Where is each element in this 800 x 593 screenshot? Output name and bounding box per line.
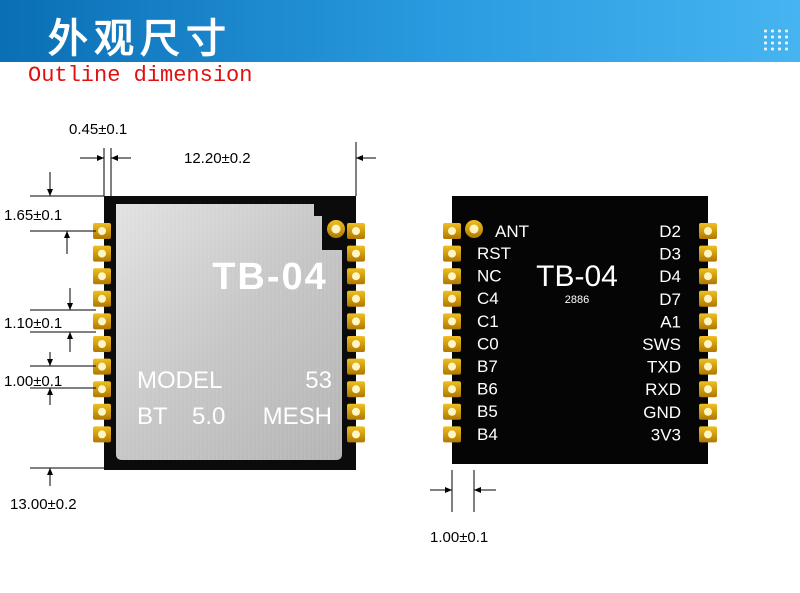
back-left-pad-hole — [448, 227, 456, 235]
back-left-pin-label: RST — [477, 244, 511, 263]
front-right-pad-hole — [352, 340, 360, 348]
back-left-pad-hole — [448, 272, 456, 281]
front-left-pad-hole — [98, 317, 106, 326]
back-right-pad-hole — [704, 272, 712, 281]
back-right-pin-label: 3V3 — [651, 425, 681, 444]
front-right-pad-hole — [352, 249, 360, 258]
back-left-pin-label: B6 — [477, 380, 498, 399]
back-left-pin-label: C1 — [477, 312, 499, 331]
back-right-pin-label: GND — [643, 403, 681, 422]
back-left-pad-hole — [448, 407, 456, 416]
decorative-dots — [762, 28, 790, 52]
back-right-pad-hole — [704, 294, 712, 303]
front-right-pad-hole — [352, 227, 360, 235]
back-left-pad-hole — [448, 294, 456, 303]
back-left-pin-label: C4 — [477, 289, 499, 308]
bt-label: BT — [137, 403, 168, 430]
back-right-pin-label: D4 — [659, 267, 681, 286]
mesh-label: MESH — [263, 403, 332, 430]
back-left-pads — [443, 223, 461, 443]
back-right-pad-hole — [704, 362, 712, 371]
back-right-pin-label: D2 — [659, 222, 681, 241]
dim-module-height: 13.00±0.2 — [10, 496, 77, 513]
front-right-pads — [347, 223, 365, 443]
back-right-pads — [699, 223, 717, 443]
back-left-pad-hole — [448, 340, 456, 348]
dim-pad-width: 1.00±0.1 — [4, 373, 62, 390]
model-number: 53 — [305, 367, 332, 394]
front-right-pad-hole — [352, 272, 360, 281]
subtitle: Outline dimension — [28, 63, 253, 88]
ant-label: ANT — [495, 222, 529, 241]
dim-pin-pitch: 1.10±0.1 — [4, 315, 62, 332]
back-model-name: TB-04 — [536, 260, 618, 293]
front-left-pads — [93, 223, 111, 443]
back-right-pad-hole — [704, 249, 712, 258]
back-left-pad-hole — [448, 430, 456, 439]
header-banner: 外观尺寸 — [0, 0, 800, 62]
back-pcb — [452, 196, 708, 464]
front-left-pad-hole — [98, 430, 106, 439]
back-left-pad-hole — [448, 362, 456, 371]
front-left-pad-hole — [98, 340, 106, 348]
back-left-pin-label: B4 — [477, 425, 498, 444]
back-left-pin-label: C0 — [477, 334, 499, 353]
back-left-pad-hole — [448, 249, 456, 258]
front-left-pad-hole — [98, 294, 106, 303]
dimension-arrowheads — [47, 155, 481, 493]
back-left-pad-hole — [448, 385, 456, 394]
dim-bottom-pad-width: 1.00±0.1 — [430, 529, 488, 546]
front-right-pad-hole — [352, 385, 360, 394]
back-right-pin-label: RXD — [645, 380, 681, 399]
back-left-pin-label: NC — [477, 267, 502, 286]
front-model-name: TB-04 — [212, 256, 328, 298]
back-right-pad-hole — [704, 385, 712, 394]
dim-pin-pad-width: 0.45±0.1 — [69, 121, 127, 138]
dim-module-width: 12.20±0.2 — [184, 150, 251, 167]
back-right-pad-hole — [704, 317, 712, 326]
front-left-pad-hole — [98, 362, 106, 371]
bt-version: 5.0 — [192, 403, 225, 430]
back-right-pad-hole — [704, 407, 712, 416]
back-right-pin-label: SWS — [642, 335, 681, 354]
model-label: MODEL — [137, 367, 222, 394]
back-right-pad-hole — [704, 430, 712, 439]
back-right-pin-label: D7 — [659, 290, 681, 309]
back-right-pin-label: D3 — [659, 245, 681, 264]
back-left-pin-label: B5 — [477, 402, 498, 421]
front-left-pad-hole — [98, 249, 106, 258]
back-right-pad-hole — [704, 340, 712, 348]
back-code: 2886 — [565, 294, 589, 306]
back-right-pad-hole — [704, 227, 712, 235]
front-right-pad-hole — [352, 430, 360, 439]
page-title: 外观尺寸 — [48, 16, 232, 62]
front-right-pad-hole — [352, 407, 360, 416]
front-left-pad-hole — [98, 385, 106, 394]
front-left-pad-hole — [98, 227, 106, 235]
dim-top-to-first-pin: 1.65±0.1 — [4, 207, 62, 224]
front-left-pad-hole — [98, 407, 106, 416]
front-module: TB-04 MODEL 53 BT 5.0 MESH — [93, 196, 365, 470]
front-left-pad-hole — [98, 272, 106, 281]
back-left-pin-label: B7 — [477, 357, 498, 376]
front-right-pad-hole — [352, 294, 360, 303]
back-right-pin-label: A1 — [660, 312, 681, 331]
back-right-pin-label: TXD — [647, 358, 681, 377]
back-left-pad-hole — [448, 317, 456, 326]
dimension-lines — [30, 142, 496, 512]
front-right-pad-hole — [352, 317, 360, 326]
front-right-pad-hole — [352, 362, 360, 371]
